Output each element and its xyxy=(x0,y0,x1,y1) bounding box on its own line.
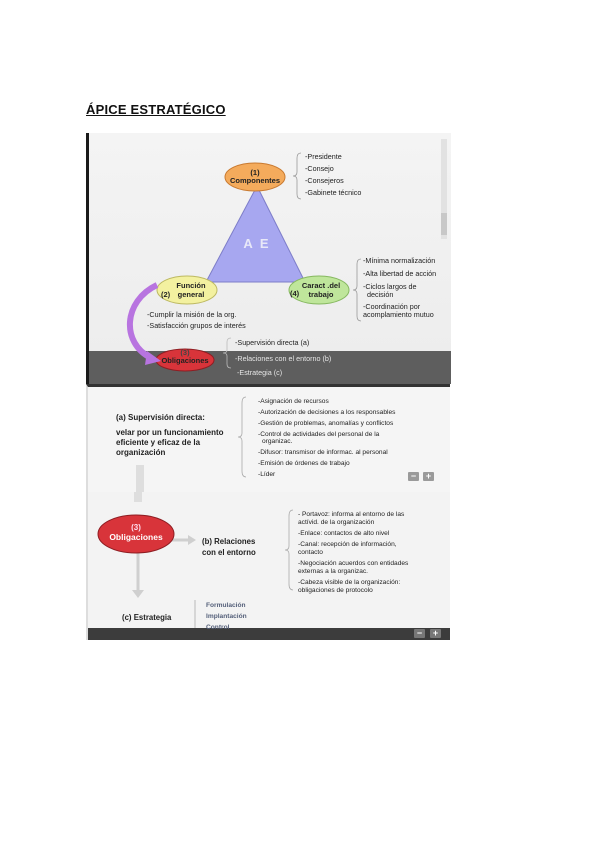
obligaciones-graphics xyxy=(97,492,294,640)
funcion-item: -Cumplir la misión de la org. xyxy=(147,310,237,319)
components-label: Componentes xyxy=(229,176,280,185)
relaciones-item: -Canal: recepción de información, xyxy=(298,541,397,548)
obligaciones-item: -Estrategia (c) xyxy=(237,368,283,377)
supervision-item: -Emisión de órdenes de trabajo xyxy=(258,460,350,467)
obligaciones-panel: (3) Obligaciones (b) Relaciones con el e… xyxy=(86,492,450,640)
triangle-label: A E xyxy=(243,236,271,251)
overview-diagram-panel: A E (1) Componentes -Presidente -Consejo… xyxy=(86,133,451,384)
funcion-item: -Satisfacción grupos de interés xyxy=(147,321,246,330)
supervision-item: -Gestión de problemas, anomalías y confl… xyxy=(258,420,394,427)
estrategia-item: Formulación xyxy=(206,602,246,609)
components-item: -Consejeros xyxy=(305,176,344,185)
vertical-arrow-head xyxy=(132,590,144,598)
estrategia-title: (c) Estrategia xyxy=(122,613,172,622)
caract-brace xyxy=(352,258,362,322)
caract-label-line1: Caract .del xyxy=(301,281,341,290)
obligaciones-brace xyxy=(222,337,232,369)
caract-label-line2: trabajo xyxy=(308,290,334,299)
vertical-arrow-top xyxy=(134,492,142,502)
vertical-arrow-shaft xyxy=(136,465,144,495)
zoom-in-button[interactable]: + xyxy=(430,629,441,638)
page-heading: ÁPICE ESTRATÉGICO xyxy=(86,102,226,117)
estrategia-item: Control xyxy=(206,624,230,631)
relaciones-item: externas a la organizac. xyxy=(298,568,369,575)
relaciones-item: -Cabeza visible de la organización: xyxy=(298,579,401,586)
supervision-item: -Control de actividades del personal de … xyxy=(258,431,380,438)
relaciones-item: - Portavoz: informa al entorno de las xyxy=(298,511,405,518)
supervision-item: -Asignación de recursos xyxy=(258,398,329,405)
relaciones-item: -Negociación acuerdos con entidades xyxy=(298,560,409,567)
scrollbar-thumb xyxy=(441,213,447,235)
supervision-item: organizac. xyxy=(262,438,293,445)
zoom-in-button[interactable]: + xyxy=(423,472,434,481)
relaciones-title-line1: (b) Relaciones xyxy=(202,537,256,546)
obligaciones-small-label: Obligaciones xyxy=(161,356,209,365)
obligaciones-item: -Supervisión directa (a) xyxy=(235,338,310,347)
funcion-label-line2: general xyxy=(177,290,205,299)
components-ellipse xyxy=(224,162,286,192)
caract-item: acomplamiento mutuo xyxy=(363,310,434,319)
supervision-desc: velar por un funcionamiento xyxy=(116,428,224,437)
horizontal-arrow-head xyxy=(188,535,196,545)
relaciones-title-line2: con el entorno xyxy=(202,548,256,557)
supervision-title: (a) Supervisión directa: xyxy=(116,413,205,422)
supervision-brace xyxy=(237,396,247,478)
caract-ellipse xyxy=(288,275,350,305)
caract-item: -Alta libertad de acción xyxy=(363,269,437,278)
zoom-out-button[interactable]: − xyxy=(414,629,425,638)
overview-diagram-graphics xyxy=(126,139,447,372)
supervision-item: -Autorización de decisiones a los respon… xyxy=(258,409,396,416)
funcion-number: (2) xyxy=(161,290,171,299)
relaciones-item: actívid. de la organización xyxy=(298,519,375,526)
ae-triangle xyxy=(205,184,306,283)
caract-item: -Coordinación por xyxy=(363,302,421,311)
obligaciones-big-number: (3) xyxy=(131,523,141,532)
relaciones-item: contacto xyxy=(298,549,323,556)
supervision-item: -Líder xyxy=(258,471,276,478)
caract-item: -Ciclos largos de xyxy=(363,282,417,291)
scrollbar-track xyxy=(441,139,447,239)
curved-arrow xyxy=(126,282,159,361)
supervision-item: -Difusor: transmisor de informac. al per… xyxy=(258,449,388,456)
components-item: -Presidente xyxy=(305,152,342,161)
zoom-out-button[interactable]: − xyxy=(408,472,419,481)
funcion-label-line1: Función xyxy=(176,281,206,290)
obligaciones-big-label: Obligaciones xyxy=(109,532,163,542)
components-item: -Consejo xyxy=(305,164,334,173)
caract-number: (4) xyxy=(290,289,300,298)
components-brace xyxy=(292,152,302,200)
relaciones-brace xyxy=(284,509,294,591)
obligaciones-item: -Relaciones con el entorno (b) xyxy=(235,354,332,363)
relaciones-item: -Enlace: contactos de alto nivel xyxy=(298,530,390,537)
estrategia-item: Implantación xyxy=(206,613,247,620)
funcion-ellipse xyxy=(156,275,218,305)
components-item: -Gabinete técnico xyxy=(305,188,362,197)
caract-item: decisión xyxy=(367,290,394,299)
bottom-bar xyxy=(88,628,450,640)
supervision-desc: eficiente y eficaz de la xyxy=(116,438,201,447)
components-number: (1) xyxy=(250,168,260,177)
obligaciones-ellipse-big xyxy=(97,514,175,554)
supervision-graphics xyxy=(136,396,247,495)
relaciones-item: obligaciones de protocolo xyxy=(298,587,373,594)
supervision-panel: (a) Supervisión directa: velar por un fu… xyxy=(86,384,450,495)
obligaciones-small-number: (3) xyxy=(180,348,190,357)
curved-arrow-head xyxy=(145,351,161,365)
supervision-desc: organización xyxy=(116,448,166,457)
caract-item: -Mínima normalización xyxy=(363,256,436,265)
